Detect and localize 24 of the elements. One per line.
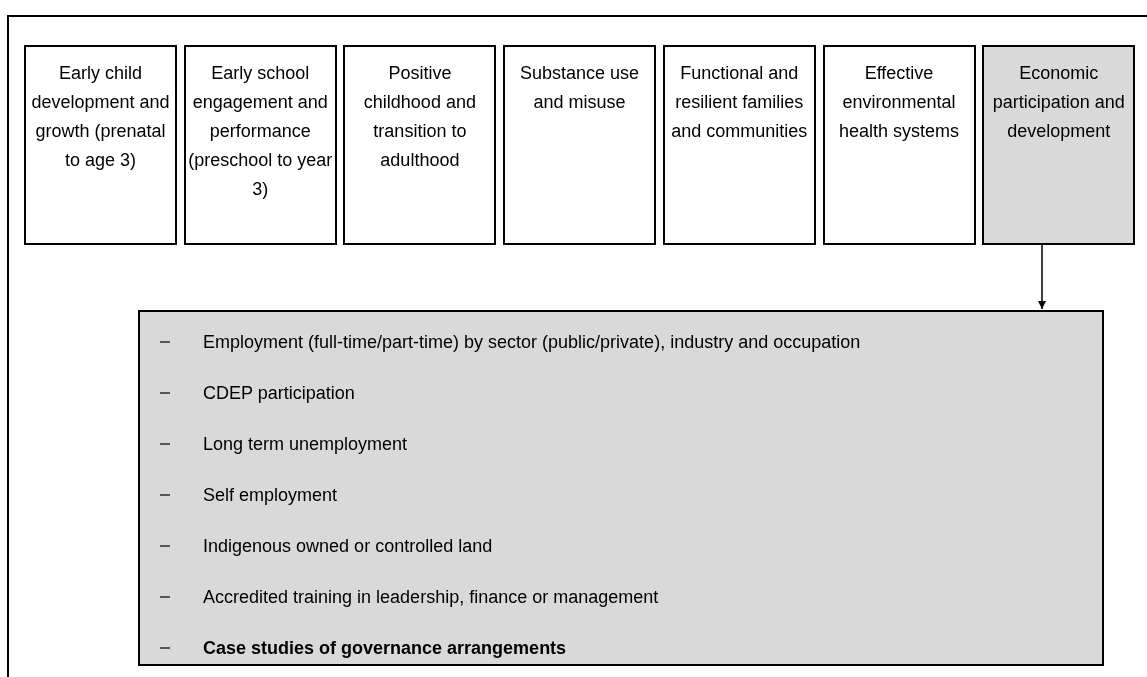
category-box	[662, 45, 816, 245]
box-label: Effective environmental health systems	[837, 62, 961, 143]
box-label: Substance use and misuse	[519, 62, 641, 114]
box-label: Early school engagement and performance (preschool to year 3)	[187, 62, 333, 201]
category-box	[183, 45, 337, 245]
box-label: Early child development and growth (prenatal to age 3)	[30, 62, 171, 172]
list-item-text: Accredited training in leadership, finance or management	[203, 586, 659, 609]
list-item-text: Long term unemployment	[203, 433, 408, 456]
list-item-text: Self employment	[203, 484, 338, 507]
list-item-text: Employment (full-time/part-time) by sector (public/private), industry and occupation	[203, 331, 861, 354]
category-box	[24, 45, 177, 245]
arrow	[1038, 243, 1046, 310]
category-box	[822, 45, 976, 245]
category-box	[503, 45, 657, 245]
outer-frame	[7, 15, 1147, 677]
list-item-text: Case studies of governance arrangements	[203, 637, 567, 660]
list-item-text: CDEP participation	[203, 382, 355, 405]
box-label: Positive childhood and transition to adulthood	[362, 62, 477, 172]
category-box	[982, 45, 1136, 245]
indicator-list-box	[138, 310, 1104, 666]
box-label: Economic participation and development	[991, 62, 1126, 143]
list-item-text: Indigenous owned or controlled land	[203, 535, 493, 558]
box-label: Functional and resilient families and communities	[670, 62, 809, 143]
category-box	[343, 45, 497, 245]
